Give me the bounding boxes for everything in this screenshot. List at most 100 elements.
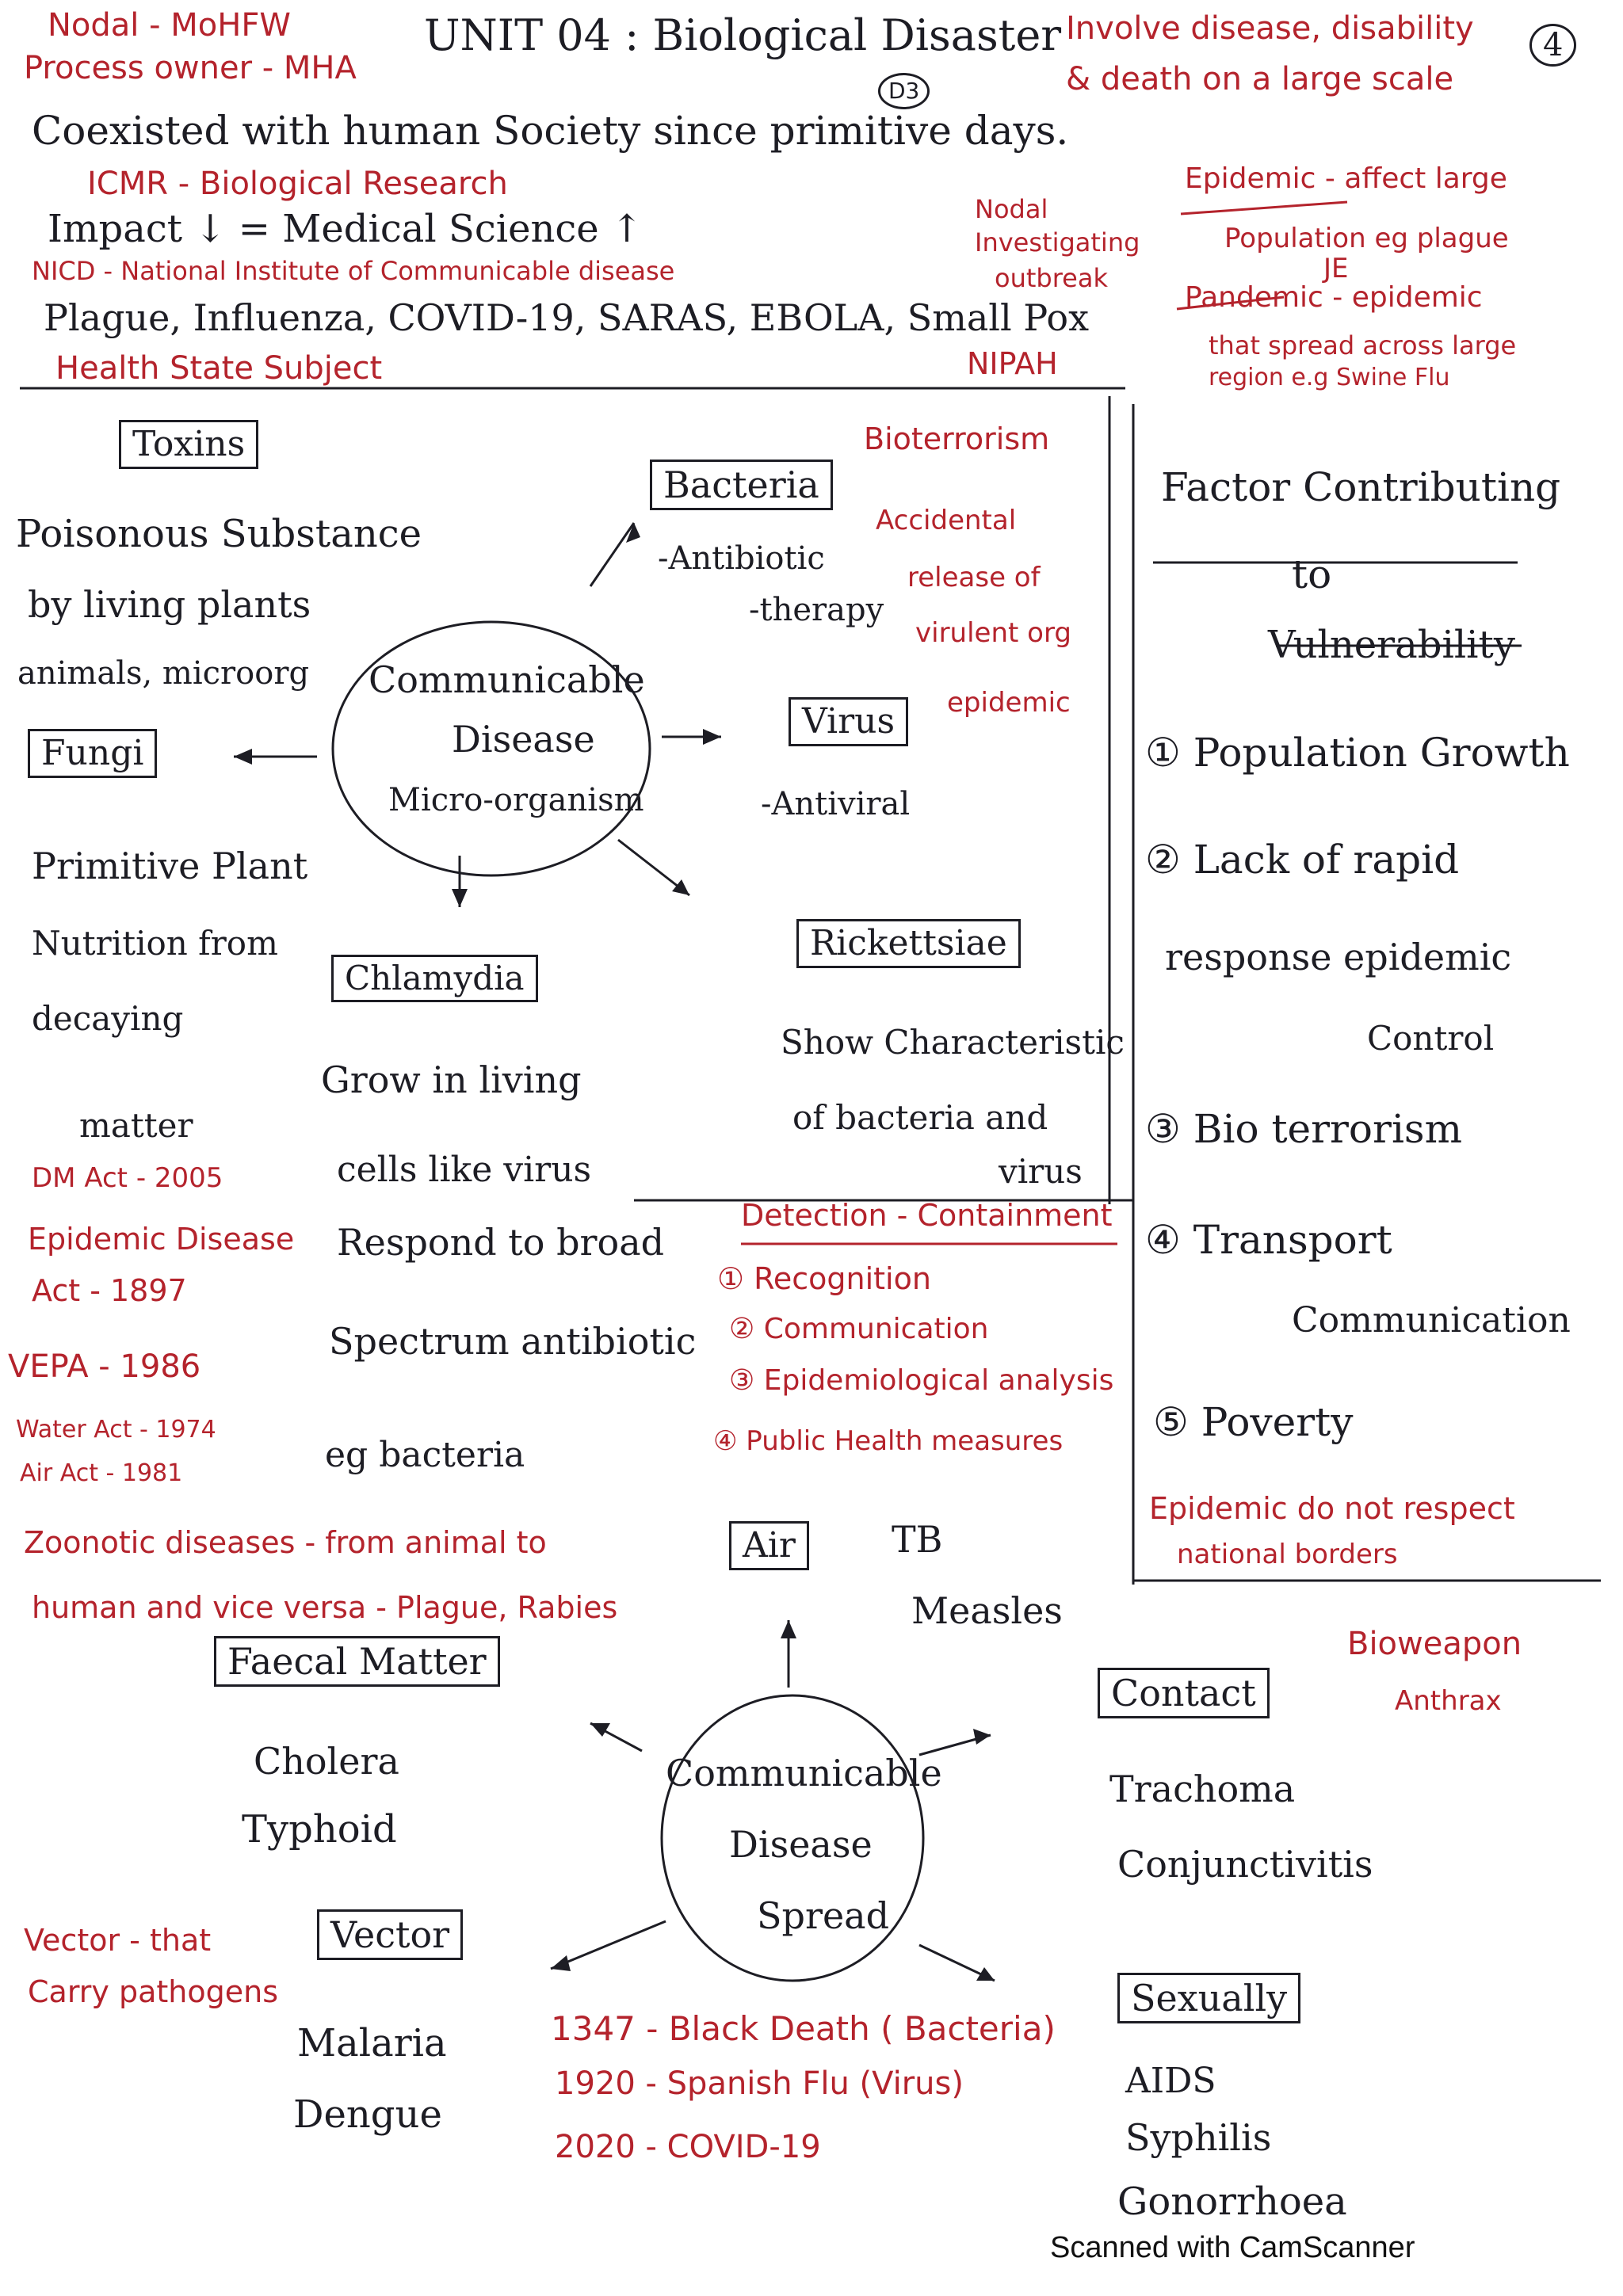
pandemic-def3: region e.g Swine Flu	[1209, 364, 1450, 391]
fungi-desc4: matter	[79, 1106, 193, 1145]
nodal-label3: outbreak	[995, 263, 1108, 293]
contact-conj: Conjunctivitis	[1117, 1843, 1373, 1886]
history-3: 2020 - COVID-19	[555, 2129, 821, 2165]
toxins-box: Toxins	[119, 420, 259, 469]
process-owner: Process owner - MHA	[24, 50, 357, 86]
page-number: 4	[1529, 24, 1577, 67]
toxins-desc2: by living plants	[28, 583, 311, 626]
rickettsiae-desc2: of bacteria and	[792, 1098, 1048, 1137]
scanner-watermark: Scanned with CamScanner	[1050, 2231, 1415, 2264]
epidemic-def2: Population eg plague	[1224, 223, 1509, 254]
toxins-desc3: animals, microorg	[17, 655, 310, 692]
contact-box: Contact	[1098, 1668, 1270, 1718]
bioweapon-note: Bioweapon	[1347, 1626, 1522, 1662]
center1-line1: Communicable	[369, 658, 645, 701]
act-epidemic1: Epidemic Disease	[28, 1222, 295, 1257]
detection-step4: ④ Public Health measures	[713, 1425, 1064, 1457]
page-title: UNIT 04 : Biological Disaster	[424, 10, 1062, 60]
vector-malaria: Malaria	[297, 2021, 447, 2065]
center2-line1: Communicable	[666, 1752, 942, 1794]
center2-line2: Disease	[729, 1823, 873, 1866]
detection-step3: ③ Epidemiological analysis	[729, 1364, 1114, 1397]
factors-title1: Factor Contributing	[1161, 464, 1561, 510]
chlamydia-desc2: cells like virus	[337, 1150, 592, 1190]
chlamydia-box: Chlamydia	[331, 955, 538, 1002]
faecal-typhoid: Typhoid	[242, 1807, 397, 1852]
toxins-desc1: Poisonous Substance	[16, 512, 422, 556]
detection-step1: ① Recognition	[717, 1261, 931, 1296]
act-air: Air Act - 1981	[20, 1459, 183, 1487]
definition-line2: & death on a large scale	[1066, 61, 1454, 97]
act-dm: DM Act - 2005	[32, 1162, 223, 1194]
nipah-note: NIPAH	[967, 346, 1058, 381]
nodal-label2: Investigating	[975, 227, 1140, 257]
bacteria-box: Bacteria	[650, 460, 833, 510]
chlamydia-desc3: Respond to broad	[337, 1221, 665, 1264]
chlamydia-desc4: Spectrum antibiotic	[329, 1320, 697, 1363]
bioterror-note: Bioterrorism	[864, 421, 1050, 456]
sexually-aids: AIDS	[1125, 2061, 1216, 2101]
nodal-label1: Nodal	[975, 194, 1048, 224]
sexually-box: Sexually	[1117, 1973, 1301, 2023]
factors-title3: Vulnerability	[1268, 623, 1515, 667]
factors-title2: to	[1292, 551, 1332, 597]
faecal-cholera: Cholera	[254, 1740, 399, 1783]
detection-title: Detection - Containment	[741, 1198, 1113, 1233]
act-epidemic2: Act - 1897	[32, 1273, 187, 1308]
virus-box: Virus	[789, 697, 909, 746]
accidental-note2: release of	[907, 562, 1041, 593]
virus-treatment: -Antiviral	[761, 786, 911, 822]
pandemic-def1: Pandemic - epidemic	[1185, 281, 1483, 314]
air-box: Air	[729, 1521, 809, 1570]
factor-5: ⑤ Poverty	[1153, 1399, 1354, 1445]
sexually-syphilis: Syphilis	[1125, 2116, 1272, 2159]
center1-line2: Disease	[452, 718, 595, 761]
factor-1: ① Population Growth	[1145, 730, 1570, 776]
je-note: JE	[1323, 253, 1349, 284]
history-1: 1347 - Black Death ( Bacteria)	[551, 2009, 1056, 2048]
air-measles: Measles	[911, 1589, 1063, 1632]
fungi-desc3: decaying	[32, 999, 184, 1038]
epidemic-borders1: Epidemic do not respect	[1149, 1491, 1515, 1526]
factor-2c: Control	[1367, 1019, 1495, 1058]
health-note: Health State Subject	[55, 350, 383, 387]
factor-2a: ② Lack of rapid	[1145, 837, 1460, 883]
chlamydia-desc1: Grow in living	[321, 1058, 582, 1101]
bacteria-treatment2: -therapy	[749, 592, 884, 628]
fungi-desc2: Nutrition from	[32, 924, 278, 963]
air-tb: TB	[892, 1518, 943, 1561]
rickettsiae-box: Rickettsiae	[796, 919, 1021, 968]
act-water: Water Act - 1974	[16, 1416, 216, 1444]
detection-step2: ② Communication	[729, 1313, 989, 1345]
epidemic-note: epidemic	[947, 687, 1071, 719]
chlamydia-desc5: eg bacteria	[325, 1435, 525, 1475]
factor-3: ③ Bio terrorism	[1145, 1106, 1462, 1152]
icmr-note: ICMR - Biological Research	[87, 166, 508, 202]
vector-desc2: Carry pathogens	[28, 1974, 278, 2009]
impact-note: Impact ↓ = Medical Science ↑	[48, 207, 643, 251]
accidental-note3: virulent org	[915, 617, 1071, 649]
d3-tag: D3	[878, 73, 930, 109]
zoonotic-note2: human and vice versa - Plague, Rabies	[32, 1590, 618, 1625]
epidemic-def1: Epidemic - affect large	[1185, 162, 1507, 195]
factor-4b: Communication	[1292, 1300, 1571, 1341]
vector-box: Vector	[317, 1909, 464, 1960]
nodal-ministry: Nodal - MoHFW	[48, 7, 291, 44]
rickettsiae-desc1: Show Characteristic	[781, 1023, 1125, 1062]
epidemic-borders2: national borders	[1177, 1539, 1398, 1570]
sexually-gonorrhoea: Gonorrhoea	[1117, 2180, 1347, 2224]
fungi-box: Fungi	[28, 729, 158, 778]
definition-line1: Involve disease, disability	[1066, 10, 1474, 47]
faecal-box: Faecal Matter	[214, 1636, 500, 1687]
anthrax-note: Anthrax	[1395, 1685, 1502, 1717]
coexisted-note: Coexisted with human Society since primi…	[32, 108, 1069, 154]
rickettsiae-desc3: virus	[999, 1152, 1083, 1191]
factor-4a: ④ Transport	[1145, 1217, 1392, 1263]
pandemic-def2: that spread across large	[1209, 330, 1517, 360]
center2-line3: Spread	[757, 1894, 890, 1937]
disease-list: Plague, Influenza, COVID-19, SARAS, EBOL…	[44, 296, 1090, 339]
vector-dengue: Dengue	[293, 2092, 442, 2137]
fungi-desc1: Primitive Plant	[32, 845, 308, 887]
accidental-note1: Accidental	[876, 505, 1017, 536]
